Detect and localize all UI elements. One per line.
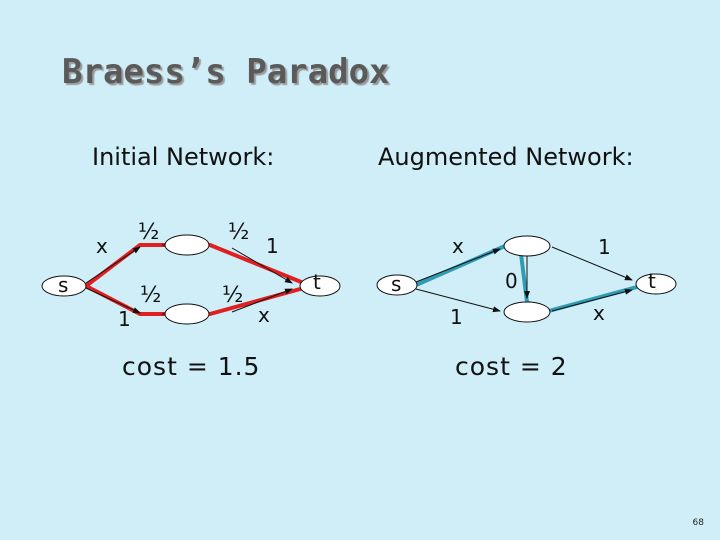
edge-label-s-bottom: 1	[450, 305, 463, 329]
node-bottom	[503, 301, 551, 323]
augmented-network-heading: Augmented Network:	[378, 143, 634, 171]
initial-cost: cost = 1.5	[122, 352, 261, 381]
slide-title: Braess’s Paradox	[62, 52, 390, 92]
node-s	[41, 275, 87, 297]
initial-network: s t x 1 1 x ½ ½ ½ ½	[41, 220, 341, 331]
flow-label-bottom-right: ½	[222, 283, 243, 308]
edge-bottom-t	[551, 288, 633, 312]
node-s-label: s	[391, 272, 401, 296]
node-t	[299, 275, 341, 297]
node-s-label: s	[58, 273, 68, 297]
edge-bottom-t	[231, 288, 293, 313]
edge-label-s-top: x	[96, 234, 108, 258]
edge-label-middle: 0	[505, 269, 518, 293]
page-number: 68	[692, 518, 704, 528]
node-top	[164, 234, 210, 256]
edge-label-top-right: 1	[266, 234, 279, 258]
augmented-network: s t x 1 0 1 x	[376, 234, 677, 329]
edge-top-t	[231, 247, 293, 284]
node-top	[503, 235, 551, 257]
edge-label-s-bottom: 1	[118, 307, 131, 331]
edge-label-bottom-t: x	[593, 301, 605, 325]
flow-label-bottom-left: ½	[140, 283, 161, 308]
initial-network-heading: Initial Network:	[92, 143, 275, 171]
edge-label-bottom-right: x	[258, 303, 270, 327]
edge-s-top	[415, 248, 501, 283]
flow-label-top-left: ½	[138, 220, 159, 245]
node-bottom	[164, 303, 210, 325]
node-s	[376, 274, 418, 296]
edge-label-s-top: x	[452, 234, 464, 258]
augmented-cost: cost = 2	[455, 352, 568, 381]
edge-label-top-t: 1	[598, 235, 611, 259]
edge-s-bottom	[85, 287, 141, 314]
node-t-label: t	[648, 269, 656, 293]
edge-s-top	[85, 246, 141, 284]
flow-label-top-right: ½	[228, 220, 249, 245]
edge-s-bottom	[415, 288, 501, 313]
node-t-label: t	[313, 270, 321, 294]
edge-top-t	[551, 246, 633, 281]
node-t	[635, 273, 677, 295]
